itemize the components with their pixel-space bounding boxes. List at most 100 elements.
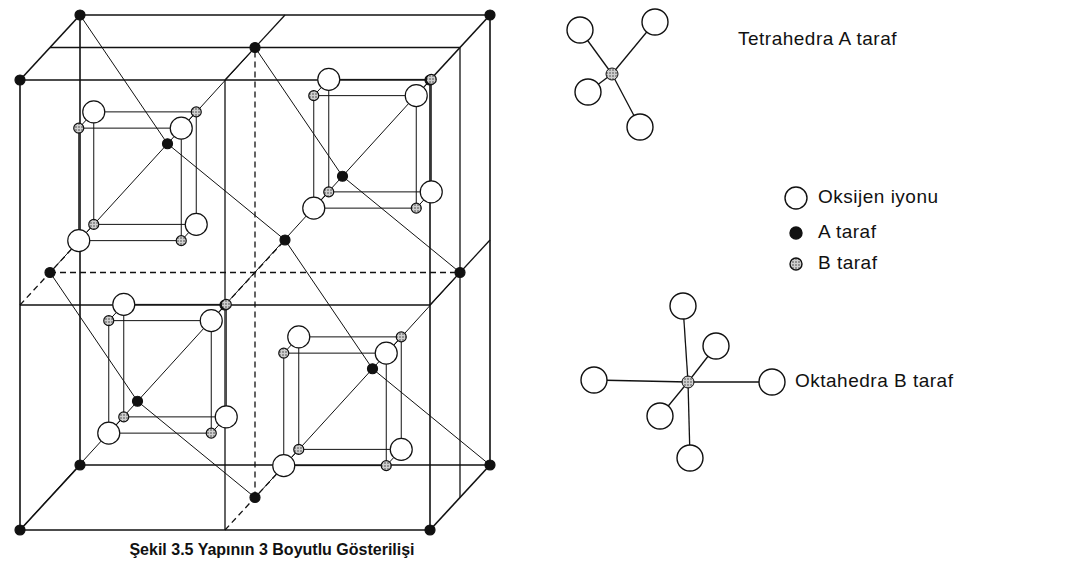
b-site-ion [74, 123, 84, 133]
a-site-ion [15, 75, 25, 85]
a-site-ion [338, 171, 348, 181]
cell-edge [314, 95, 417, 96]
cell-edge [138, 401, 256, 497]
cell-edge [181, 128, 182, 241]
oxygen-ion [303, 197, 325, 219]
b-site-ion [176, 236, 186, 246]
cell-edge [108, 321, 109, 434]
cell-edge [284, 465, 387, 466]
cell-edge [283, 353, 284, 466]
cell-edge [255, 48, 343, 177]
figure-caption: Şekil 3.5 Yapının 3 Boyutlu Gösterilişi [129, 541, 414, 559]
oxygen-ion [405, 85, 427, 107]
octahedron-icon [581, 293, 785, 471]
unit-cell [15, 10, 495, 535]
cell-edge [226, 304, 227, 417]
cell-edge [78, 128, 79, 241]
cell-edge [79, 240, 182, 241]
a-site-ion [485, 460, 495, 470]
cell-edge [329, 79, 432, 80]
a-site-ion [485, 10, 495, 20]
cell-edge [79, 128, 182, 129]
b-site-ion [324, 187, 334, 197]
cell-edge [284, 353, 387, 354]
oxygen-ion [170, 117, 192, 139]
legend-text: Oksijen iyonu [818, 186, 939, 208]
oxygen-ion [215, 406, 237, 428]
oxygen-ion [98, 422, 120, 444]
oxygen-ion [113, 293, 135, 315]
b-site-ion [89, 219, 99, 229]
oxygen-ion [318, 68, 340, 90]
a-site-ion [368, 364, 378, 374]
cell-edge [20, 401, 138, 530]
a-site-ion [250, 43, 260, 53]
b-site-ion [309, 91, 319, 101]
a-site-ion [425, 525, 435, 535]
icon-label: Tetrahedra A taraf [738, 28, 897, 50]
b-site-ion [191, 107, 201, 117]
legend-swatch [790, 258, 802, 270]
cell-edge [123, 304, 124, 417]
a-site-ion [163, 139, 173, 149]
cell-edge [124, 416, 227, 417]
b-site-ion [396, 332, 406, 342]
cell-edge [109, 320, 212, 321]
cell-edge [298, 337, 299, 450]
cell-edge [168, 48, 256, 144]
legend-swatch [785, 187, 807, 209]
oxygen-ion [390, 438, 412, 460]
cell-edge [343, 176, 461, 272]
cell-edge [416, 96, 417, 209]
cell-edge [299, 449, 402, 450]
a-site-ion [15, 525, 25, 535]
b-site-ion [119, 412, 129, 422]
b-site-ion [206, 428, 216, 438]
oxygen-ion [273, 455, 295, 477]
oxygen-ion [200, 310, 222, 332]
tetrahedron-icon [567, 9, 668, 140]
a-site-ion [133, 396, 143, 406]
legend-text: B taraf [818, 252, 877, 274]
cell-edge [109, 433, 212, 434]
a-site-ion [250, 493, 260, 503]
cell-edge [168, 144, 286, 240]
cell-edge [328, 79, 329, 192]
cell-edge [50, 144, 168, 273]
b-site-ion [279, 348, 289, 358]
cell-edge [225, 176, 343, 305]
cell-edge [255, 369, 373, 498]
b-site-ion [426, 74, 436, 84]
oxygen-ion [375, 342, 397, 364]
cell-edge [343, 80, 431, 176]
cell-edge [373, 369, 491, 465]
oxygen-ion [288, 326, 310, 348]
cell-edge [329, 191, 432, 192]
cell-edge [314, 208, 417, 209]
a-site-ion [75, 460, 85, 470]
icon-label: Oktahedra B taraf [795, 370, 953, 392]
cell-edge [285, 240, 373, 369]
cell-edge [80, 15, 168, 144]
b-site-ion [381, 461, 391, 471]
cell-edge [313, 96, 314, 209]
cell-edge [211, 321, 212, 434]
cell-edge [386, 353, 387, 466]
cell-edge [94, 224, 197, 225]
cell-edge [373, 273, 461, 369]
oxygen-ion [185, 213, 207, 235]
b-site-ion [294, 444, 304, 454]
a-site-ion [280, 235, 290, 245]
b-site-ion [411, 203, 421, 213]
a-site-ion [75, 10, 85, 20]
legend-swatch [790, 227, 802, 239]
a-site-ion [45, 268, 55, 278]
cell-edge [431, 79, 432, 192]
b-site-ion [221, 299, 231, 309]
b-site-ion [104, 316, 114, 326]
cell-edge [138, 305, 226, 401]
cell-edge [50, 273, 138, 402]
oxygen-ion [420, 181, 442, 203]
legend-text: A taraf [818, 221, 876, 243]
